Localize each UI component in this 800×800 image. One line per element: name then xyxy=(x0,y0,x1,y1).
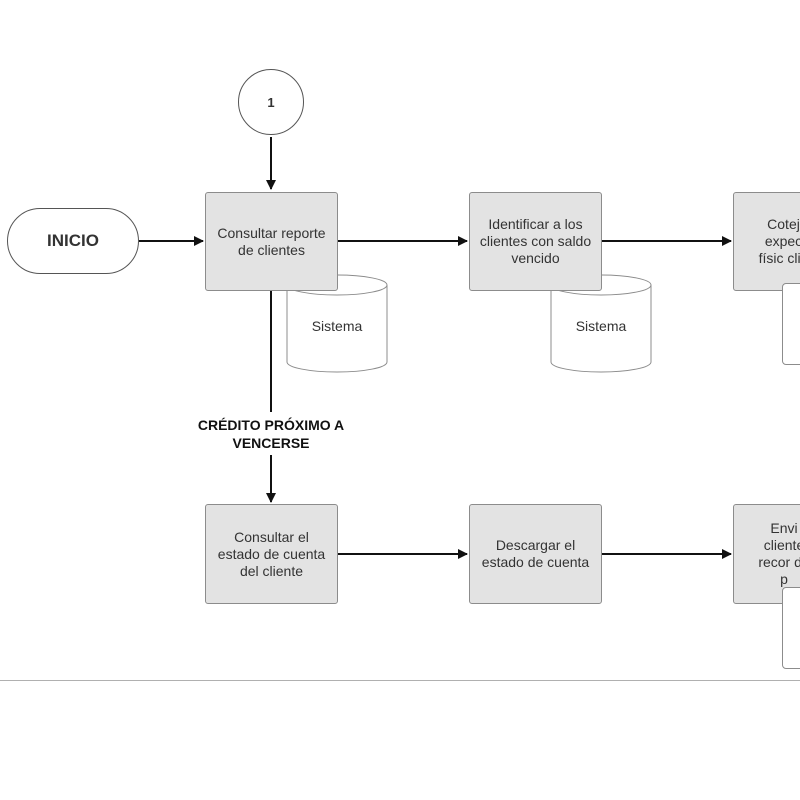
start-terminal[interactable]: INICIO xyxy=(7,208,139,274)
page-divider xyxy=(0,680,800,681)
process-identificar-clientes[interactable]: Identificar a los clientes con saldo ven… xyxy=(469,192,602,291)
start-label: INICIO xyxy=(47,231,99,250)
document-shape-1 xyxy=(782,283,800,365)
process-cotejar[interactable]: Cotej expec físic clie xyxy=(733,192,800,291)
process-consultar-estado[interactable]: Consultar el estado de cuenta del client… xyxy=(205,504,338,604)
process-descargar-estado[interactable]: Descargar el estado de cuenta xyxy=(469,504,602,604)
process-label: Identificar a los clientes con saldo ven… xyxy=(479,216,592,266)
process-label: Consultar reporte de clientes xyxy=(217,224,326,258)
offpage-connector[interactable]: 1 xyxy=(238,69,304,135)
process-label: Consultar el estado de cuenta del client… xyxy=(217,528,326,579)
connector-label: 1 xyxy=(267,94,275,110)
process-label: Cotej expec físic clie xyxy=(758,216,800,266)
process-label: Envi cliente recor de p xyxy=(758,520,800,587)
condition-label: CRÉDITO PRÓXIMO A VENCERSE xyxy=(196,416,346,452)
process-enviar[interactable]: Envi cliente recor de p xyxy=(733,504,800,604)
database-label-1: Sistema xyxy=(311,318,363,334)
process-label: Descargar el estado de cuenta xyxy=(481,537,590,570)
document-shape-2 xyxy=(782,587,800,669)
process-consultar-reporte[interactable]: Consultar reporte de clientes xyxy=(205,192,338,291)
database-label-2: Sistema xyxy=(575,318,627,334)
